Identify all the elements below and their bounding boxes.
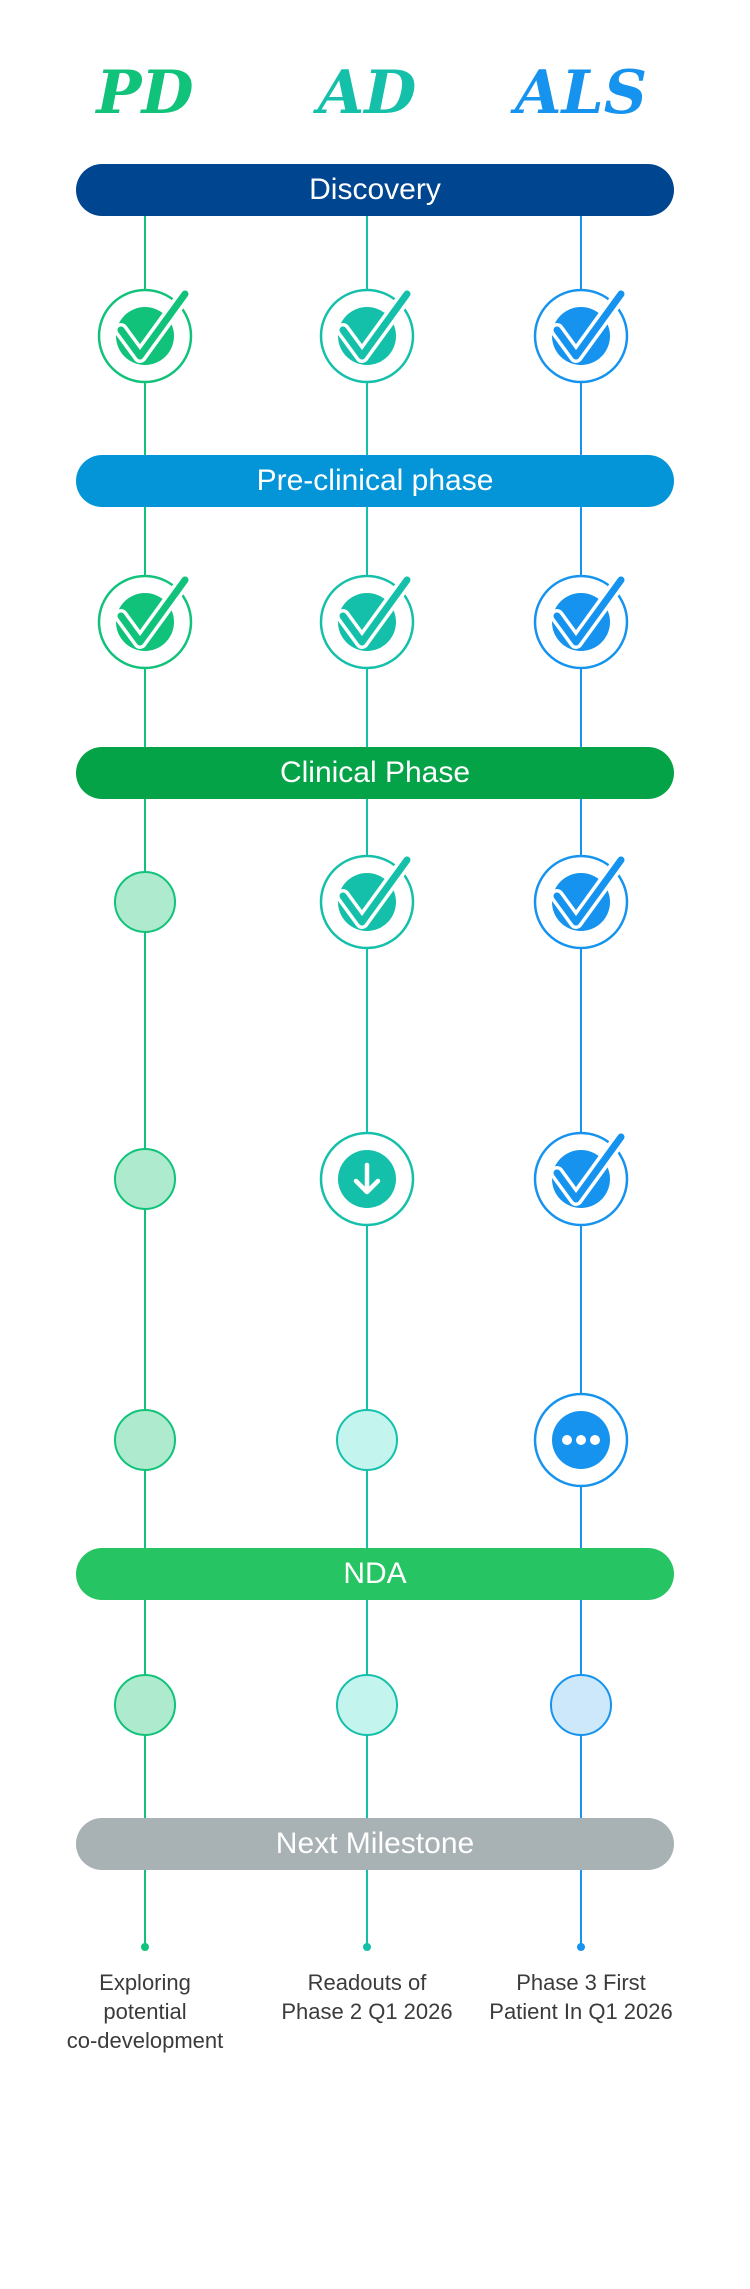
column-title-ad: AD xyxy=(317,58,417,128)
line-end-dot-als xyxy=(577,1943,585,1951)
ellipsis-circle-icon xyxy=(533,1392,629,1488)
empty-circle-icon xyxy=(336,1674,398,1736)
column-title-pd: PD xyxy=(96,58,194,128)
check-circle-icon xyxy=(319,573,415,670)
phase-bar-pre-clinical: Pre-clinical phase xyxy=(76,455,674,507)
caption-pd: Exploring potential co-development xyxy=(66,1970,224,2053)
check-circle-icon xyxy=(533,1130,629,1227)
arrow-down-circle-icon xyxy=(319,1131,415,1227)
check-circle-icon xyxy=(319,853,415,950)
empty-circle-icon xyxy=(550,1674,612,1736)
caption-als: Phase 3 First Patient In Q1 2026 xyxy=(489,1970,673,2024)
line-end-dot-pd xyxy=(141,1943,149,1951)
line-end-dot-ad xyxy=(363,1943,371,1951)
empty-circle-icon xyxy=(114,1148,176,1210)
phase-bar-nda: NDA xyxy=(76,1548,674,1600)
empty-circle-icon xyxy=(114,871,176,933)
check-circle-icon xyxy=(533,287,629,384)
column-title-als: ALS xyxy=(514,58,648,128)
check-circle-icon xyxy=(533,573,629,670)
phase-bar-discovery: Discovery xyxy=(76,164,674,216)
check-circle-icon xyxy=(97,287,193,384)
empty-circle-icon xyxy=(336,1409,398,1471)
phase-bar-clinical: Clinical Phase xyxy=(76,747,674,799)
phase-bar-next-milestone: Next Milestone xyxy=(76,1818,674,1870)
empty-circle-icon xyxy=(114,1674,176,1736)
empty-circle-icon xyxy=(114,1409,176,1471)
check-circle-icon xyxy=(97,573,193,670)
check-circle-icon xyxy=(533,853,629,950)
check-circle-icon xyxy=(319,287,415,384)
caption-ad: Readouts of Phase 2 Q1 2026 xyxy=(281,1970,453,2024)
